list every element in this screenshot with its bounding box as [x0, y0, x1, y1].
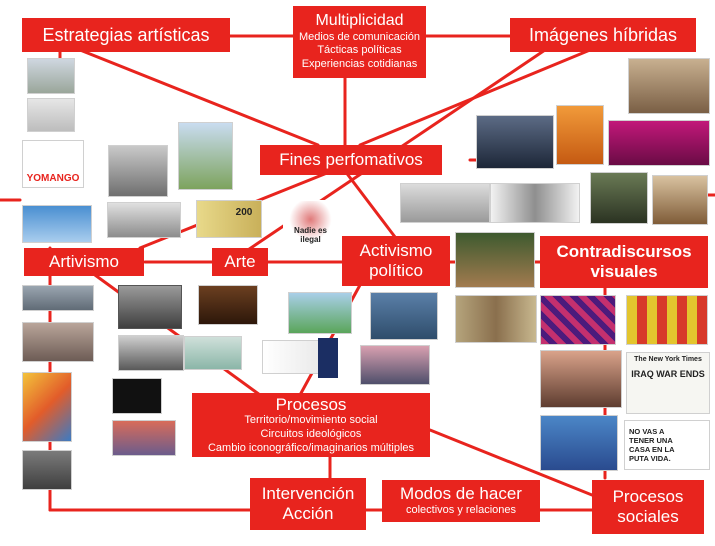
node-fines-perfomativos: Fines perfomativos	[260, 145, 442, 175]
photo-comic	[22, 372, 72, 442]
photo-billboard	[288, 292, 352, 334]
photo-tent-city	[455, 232, 535, 288]
photo-trees	[27, 58, 75, 94]
procesos-line-1: Territorio/movimiento social	[244, 414, 378, 427]
photo-monk-orange	[556, 105, 604, 165]
photo-yomango-logo: YOMANGO	[22, 140, 84, 188]
nyt-headline: IRAQ WAR ENDS	[631, 369, 705, 379]
node-contradiscursos-visuales: Contradiscursos visuales	[540, 236, 708, 288]
photo-people-bw	[118, 335, 184, 371]
photo-blue-painted-people	[540, 415, 618, 471]
node-activismo-politico: Activismo político	[342, 236, 450, 286]
contradiscursos-line-1: Contradiscursos	[556, 242, 692, 262]
photo-quilt	[540, 295, 616, 345]
procesos-line-3: Cambio iconográfico/imaginarios múltiple…	[207, 441, 415, 454]
procesos-sociales-line-1: Procesos	[612, 487, 684, 507]
photo-nyt-newspaper: The New York Times IRAQ WAR ENDS	[626, 352, 710, 414]
photo-statue-field	[178, 122, 233, 190]
photo-figures-pose	[400, 183, 490, 223]
photo-sky-birds	[22, 205, 92, 243]
nadie-caption: Nadie es ilegal	[294, 226, 327, 244]
photo-shoes	[184, 336, 242, 370]
modos-title: Modos de hacer	[400, 484, 522, 504]
node-procesos-sociales: Procesos sociales	[592, 480, 704, 534]
photo-figures	[27, 98, 75, 132]
node-procesos: Procesos Territorio/movimiento social Ci…	[192, 393, 430, 457]
photo-building-bw	[107, 202, 181, 238]
intervencion-line-1: Intervención	[261, 484, 355, 504]
photo-bottles	[490, 183, 580, 223]
activismo-line-2: político	[369, 261, 423, 280]
nyt-masthead: The New York Times	[634, 356, 702, 363]
multiplicidad-line-3: Experiencias cotidianas	[301, 58, 418, 71]
banknote-caption: 200	[235, 207, 253, 218]
photo-protest-grey	[22, 285, 94, 311]
node-multiplicidad: Multiplicidad Medios de comunicación Tác…	[293, 6, 426, 78]
photo-no-vas-tener-casa: NO VAS A TENER UNA CASA EN LA PUTA VIDA.	[624, 420, 710, 470]
photo-sinvergenzas	[112, 378, 162, 414]
procesos-line-2: Circuitos ideológicos	[260, 427, 362, 440]
node-estrategias-artisticas: Estrategias artísticas	[22, 18, 230, 52]
photo-flag-building	[626, 295, 708, 345]
photo-market-people	[628, 58, 710, 114]
no-vas-caption: NO VAS A TENER UNA CASA EN LA PUTA VIDA.	[629, 427, 675, 463]
node-arte: Arte	[212, 248, 268, 276]
photo-city-bw	[108, 145, 168, 197]
node-imagenes-hibridas: Imágenes híbridas	[510, 18, 696, 52]
photo-coffee-beans	[198, 285, 258, 325]
node-artivismo: Artivismo	[24, 248, 144, 276]
multiplicidad-title: Multiplicidad	[315, 12, 404, 30]
procesos-title: Procesos	[275, 394, 347, 414]
photo-nadie-es-ilegal: Nadie es ilegal	[283, 200, 338, 248]
procesos-sociales-line-2: sociales	[617, 507, 679, 526]
photo-group-color	[112, 420, 176, 456]
photo-crowd-blue	[370, 292, 438, 340]
yomango-caption: YOMANGO	[26, 173, 80, 184]
photo-painted-rescue	[540, 350, 622, 408]
photo-banknote: 200	[196, 200, 262, 238]
photo-street-crowd	[22, 322, 94, 362]
activismo-line-1: Activismo	[359, 241, 433, 261]
contradiscursos-line-2: visuales	[590, 262, 658, 281]
photo-skeleton-group	[360, 345, 430, 385]
photo-crowd-dark	[22, 450, 72, 490]
intervencion-line-2: Acción	[282, 504, 334, 523]
node-intervencion-accion: Intervención Acción	[250, 478, 366, 530]
photo-crowd-bw	[118, 285, 182, 329]
modos-sub: colectivos y relaciones	[405, 503, 517, 516]
node-modos-de-hacer: Modos de hacer colectivos y relaciones	[382, 480, 540, 522]
multiplicidad-line-2: Tácticas políticas	[317, 44, 402, 57]
multiplicidad-line-1: Medios de comunicación	[298, 30, 421, 43]
photo-ronald-banner	[608, 120, 710, 166]
photo-headstand	[652, 175, 708, 225]
photo-aerial-city	[590, 172, 648, 224]
photo-dark-figure	[318, 338, 338, 378]
photo-mural-wall	[455, 295, 537, 343]
photo-police	[476, 115, 554, 169]
